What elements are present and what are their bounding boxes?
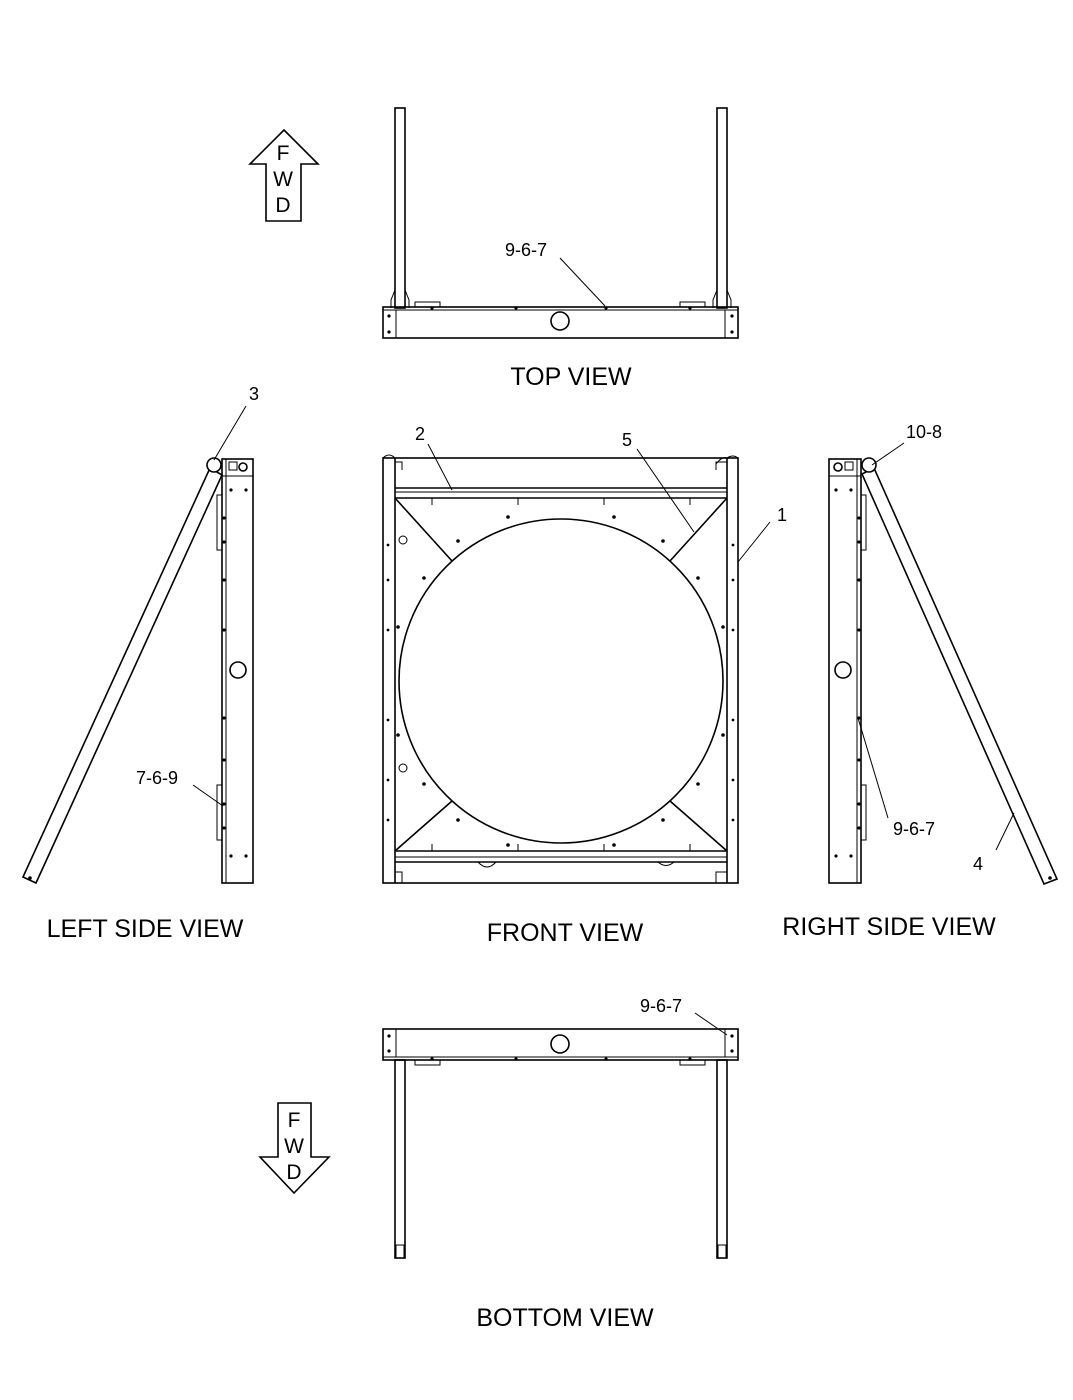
fwd-down-letter-d: D xyxy=(286,1161,301,1184)
left-side-view-label: LEFT SIDE VIEW xyxy=(47,915,244,943)
callout-left-3: 3 xyxy=(249,384,259,404)
fwd-letter-d: D xyxy=(275,194,290,217)
bottom-view-label: BOTTOM VIEW xyxy=(476,1304,654,1332)
callout-right-4: 4 xyxy=(973,854,983,874)
callout-front-1: 1 xyxy=(777,505,787,525)
fwd-arrow-up-icon: F W D xyxy=(248,128,320,222)
bottom-view-drawing xyxy=(382,1012,739,1259)
left-side-view-drawing xyxy=(21,405,254,885)
callout-front-2: 2 xyxy=(415,424,425,444)
right-side-view-label: RIGHT SIDE VIEW xyxy=(782,913,996,941)
callout-top-9-6-7: 9-6-7 xyxy=(505,240,547,260)
front-view-drawing xyxy=(382,443,771,884)
right-side-view-drawing xyxy=(828,442,1059,886)
front-view-label: FRONT VIEW xyxy=(487,919,644,947)
callout-bottom-9-6-7: 9-6-7 xyxy=(640,996,682,1016)
top-view-drawing xyxy=(382,107,739,339)
callout-right-9-6-7: 9-6-7 xyxy=(893,819,935,839)
fwd-down-letter-f: F xyxy=(288,1109,301,1132)
fwd-letter-w: W xyxy=(273,168,293,191)
fwd-arrow-down-icon: F W D xyxy=(258,1102,331,1195)
callout-right-10-8: 10-8 xyxy=(906,422,942,442)
callout-front-5: 5 xyxy=(622,430,632,450)
fwd-down-letter-w: W xyxy=(284,1135,304,1158)
fwd-letter-f: F xyxy=(277,142,290,165)
top-view-label: TOP VIEW xyxy=(510,363,632,391)
callout-left-7-6-9: 7-6-9 xyxy=(136,768,178,788)
